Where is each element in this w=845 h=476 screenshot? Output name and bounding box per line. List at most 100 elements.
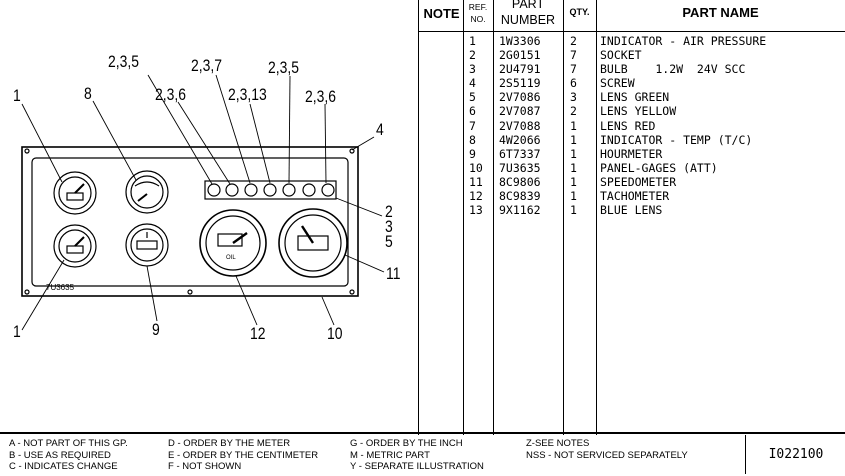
legend-column: D - ORDER BY THE METER E - ORDER BY THE … (168, 438, 318, 473)
callout-label: 2,3,7 (191, 56, 223, 75)
legend-item: D - ORDER BY THE METER (168, 438, 291, 449)
table-cell-qty: 1 (570, 189, 577, 204)
table-cell-part: 8C9806 (499, 174, 541, 189)
ref-no-header-line: NO. (470, 14, 486, 24)
table-cell-qty: 1 (570, 203, 577, 218)
legend-item: M - METRIC PART (350, 449, 430, 461)
table-cell-qty: 3 (570, 90, 577, 105)
callout-label: 2,3,5 (108, 52, 140, 71)
table-cell-ref: 7 (469, 118, 476, 133)
table-cell-name: SCREW (600, 76, 635, 91)
gauge-panel-illustration (21, 74, 385, 331)
qty-column-header: QTY. (569, 7, 590, 17)
legend-item: B - USE AS REQUIRED (9, 449, 111, 461)
callout-label: 1 (13, 322, 21, 341)
table-cell-qty: 2 (570, 104, 577, 119)
table-cell-part: 2G0151 (499, 48, 541, 63)
table-cell-ref: 6 (469, 104, 476, 119)
leader-lines (21, 74, 385, 331)
part-number-header-line: NUMBER (500, 13, 556, 27)
callout-label: 9 (152, 320, 160, 339)
callout-label: 1 (13, 86, 21, 105)
note-column-header: NOTE (423, 6, 460, 21)
table-cell-name: INDICATOR - AIR PRESSURE (600, 34, 767, 48)
legend-column: G - ORDER BY THE INCH M - METRIC PART Y … (350, 438, 484, 473)
table-cell-name: SPEEDOMETER (600, 174, 677, 189)
legend-item: E - ORDER BY THE CENTIMETER (168, 449, 319, 461)
table-cell-ref: 2 (469, 48, 476, 63)
air-pressure-indicator-icon (53, 224, 97, 268)
callout-label: 12 (250, 324, 266, 343)
legend-footer: A - NOT PART OF THIS GP. B - USE AS REQU… (0, 432, 845, 476)
table-cell-ref: 13 (469, 203, 483, 218)
callout-label: 4 (376, 120, 384, 139)
panel-part-stamp: 7U3635 (46, 283, 75, 292)
callout-label: 2,3,5 (268, 58, 300, 77)
ref-no-header-line: REF. (468, 2, 488, 12)
callout-label: 2,3,6 (305, 87, 337, 106)
table-cell-part: 2S5119 (499, 76, 541, 91)
table-cell-ref: 12 (469, 189, 483, 204)
table-cell-ref: 4 (469, 76, 476, 91)
table-cell-name: INDICATOR - TEMP (T/C) (600, 132, 753, 147)
legend-item: Z-SEE NOTES (526, 438, 590, 449)
part-number-header-line: PART (511, 0, 545, 11)
legend-column: A - NOT PART OF THIS GP. B - USE AS REQU… (9, 438, 128, 473)
screw-icon (24, 148, 355, 295)
callout-label: 10 (327, 324, 343, 343)
table-cell-qty: 6 (570, 76, 577, 91)
table-cell-name: LENS RED (600, 118, 656, 133)
table-cell-ref: 3 (469, 62, 476, 77)
table-cell-part: 7U3635 (499, 160, 541, 175)
table-cell-part: 2V7087 (499, 104, 541, 119)
table-cell-name: PANEL-GAGES (ATT) (600, 160, 718, 175)
air-pressure-indicator-icon (53, 171, 97, 215)
parts-list-table: NOTE REF. NO. PART NUMBER QTY. PART NAME… (418, 0, 845, 435)
table-cell-qty: 1 (570, 174, 577, 189)
table-cell-name: BLUE LENS (600, 203, 663, 218)
legend-item: F - NOT SHOWN (168, 461, 242, 472)
part-number-column-header: PART NUMBER (493, 0, 563, 28)
table-cell-name: HOURMETER (600, 146, 663, 161)
temperature-indicator-icon (125, 170, 169, 214)
callout-label: 11 (386, 264, 401, 283)
table-cell-part: 2U4791 (499, 62, 541, 77)
drawing-number: I022100 (745, 435, 845, 474)
legend-item: NSS - NOT SERVICED SEPARATELY (526, 449, 688, 461)
table-cell-ref: 10 (469, 160, 483, 175)
table-cell-part: 4W2066 (499, 132, 541, 147)
table-cell-ref: 9 (469, 146, 476, 161)
legend-item: Y - SEPARATE ILLUSTRATION (350, 461, 484, 472)
table-cell-part: 6T7337 (499, 146, 541, 161)
table-cell-qty: 1 (570, 132, 577, 147)
table-cell-name: LENS GREEN (600, 90, 670, 105)
table-cell-qty: 7 (570, 62, 577, 77)
table-cell-name: TACHOMETER (600, 189, 670, 204)
table-cell-part: 2V7088 (499, 118, 541, 133)
table-cell-part: 9X1162 (499, 203, 541, 218)
panel-outline (21, 146, 359, 297)
tachometer-icon (199, 209, 267, 277)
table-cell-ref: 1 (469, 34, 476, 48)
table-cell-name: LENS YELLOW (600, 104, 677, 119)
parts-diagram: 7U3635 OIL 1 8 2,3,5 2,3,6 2,3,7 2,3,13 … (0, 0, 418, 432)
ref-no-column-header: REF. NO. (463, 1, 493, 25)
callout-label: 5 (385, 232, 393, 251)
table-cell-qty: 1 (570, 160, 577, 175)
hourmeter-icon (125, 223, 169, 267)
table-cell-part: 8C9839 (499, 189, 541, 204)
callout-label: 3 (385, 217, 393, 236)
table-cell-ref: 8 (469, 132, 476, 147)
table-cell-name: SOCKET (600, 48, 642, 63)
indicator-light-row (204, 180, 337, 200)
table-cell-qty: 7 (570, 48, 577, 63)
table-cell-qty: 1 (570, 146, 577, 161)
table-cell-part: 1W3306 (499, 34, 541, 48)
table-cell-ref: 5 (469, 90, 476, 105)
legend-column: Z-SEE NOTES NSS - NOT SERVICED SEPARATEL… (526, 438, 688, 461)
part-name-column-header: PART NAME (682, 5, 759, 20)
callout-label: 8 (84, 84, 92, 103)
